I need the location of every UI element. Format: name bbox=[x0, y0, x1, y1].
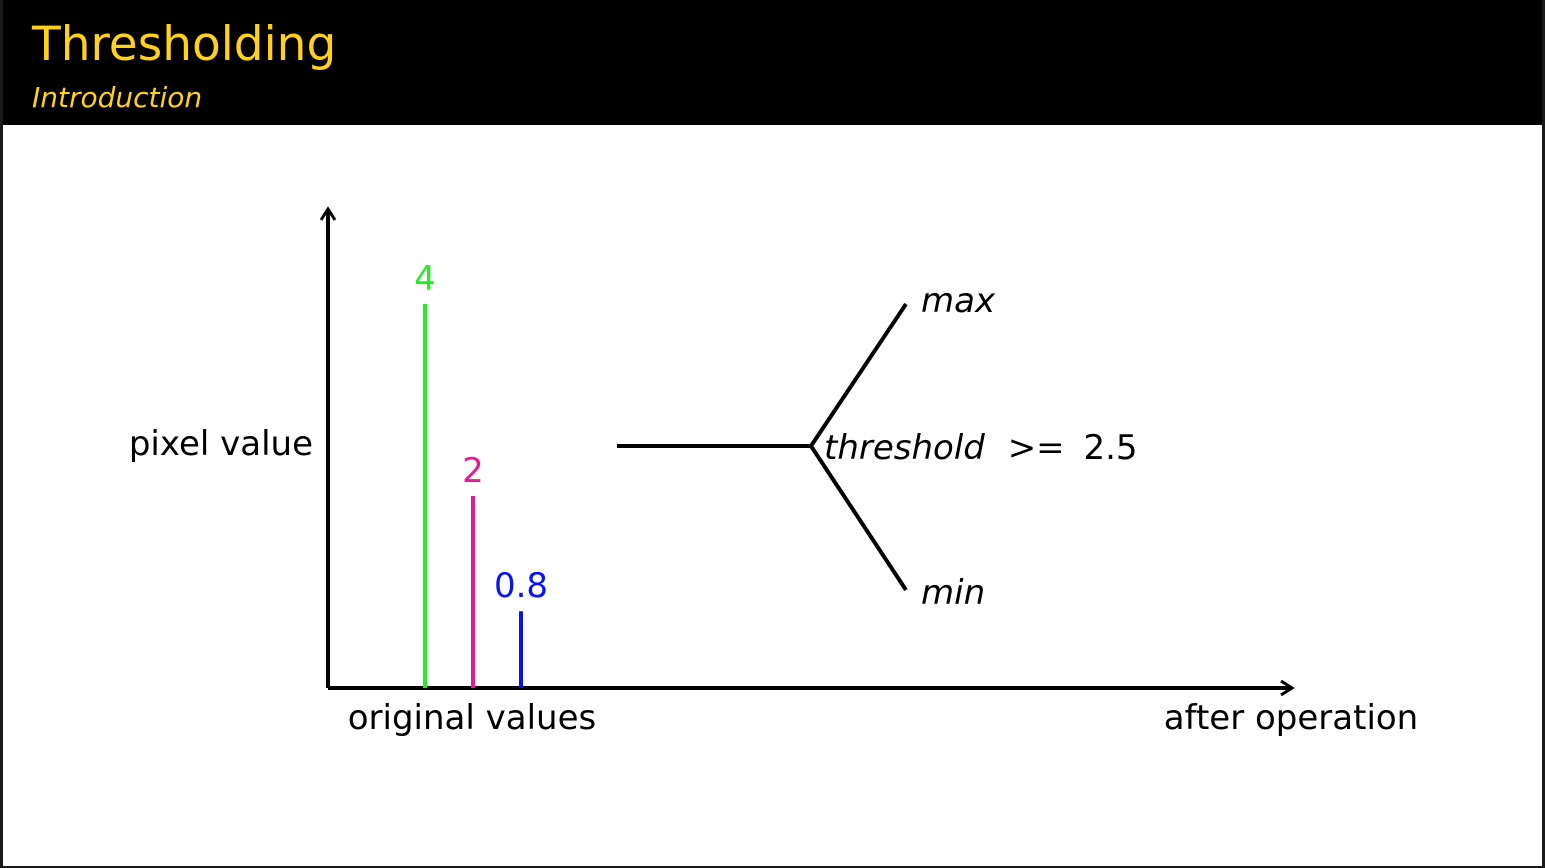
threshold-operator: >= bbox=[1008, 428, 1065, 468]
value-bars: 420.8 bbox=[414, 259, 548, 688]
y-axis-label: pixel value bbox=[129, 424, 313, 464]
threshold-condition: threshold >= 2.5 bbox=[824, 428, 1138, 468]
value-bar-label: 0.8 bbox=[494, 566, 548, 606]
slide-title: Thresholding bbox=[32, 17, 337, 72]
threshold-word: threshold bbox=[824, 428, 985, 468]
branch-min-label: min bbox=[921, 573, 985, 613]
x-label-original: original values bbox=[348, 698, 596, 738]
slide-subtitle: Introduction bbox=[32, 81, 203, 114]
x-label-after: after operation bbox=[1164, 698, 1419, 738]
threshold-value: 2.5 bbox=[1083, 428, 1137, 468]
slide-header: Thresholding Introduction bbox=[3, 0, 1542, 125]
value-bar-label: 2 bbox=[462, 451, 484, 491]
threshold-diagram: pixel value original values after operat… bbox=[129, 0, 1419, 738]
branch-max-label: max bbox=[921, 281, 996, 321]
value-bar-label: 4 bbox=[414, 259, 436, 299]
branch-lines bbox=[808, 302, 908, 592]
